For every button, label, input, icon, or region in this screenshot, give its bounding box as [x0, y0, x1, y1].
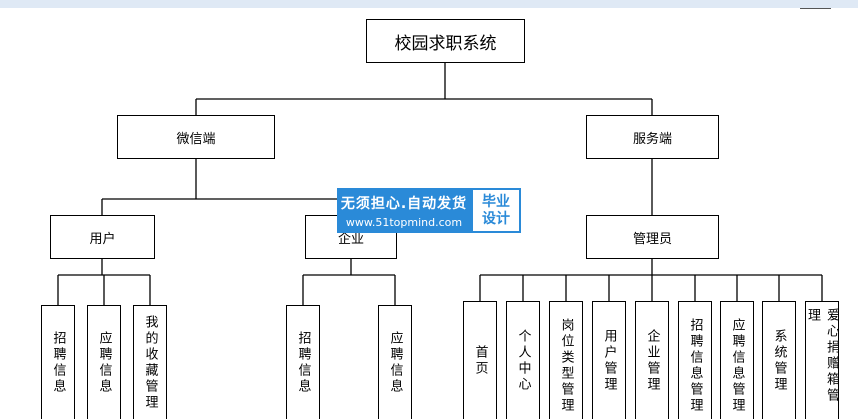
leaf-admin-recruit-info: 招聘信息管理 [678, 301, 712, 419]
watermark-banner: 无须担心.自动发货 www.51topmind.com 毕业 设计 [337, 188, 521, 233]
watermark-badge-bottom: 设计 [482, 210, 510, 227]
watermark-text-block: 无须担心.自动发货 www.51topmind.com [337, 188, 471, 233]
leaf-admin-home: 首页 [463, 301, 497, 419]
watermark-slogan: 无须担心.自动发货 [340, 195, 468, 212]
connector-company [302, 259, 396, 305]
node-root: 校园求职系统 [366, 19, 525, 63]
watermark-badge: 毕业 设计 [471, 188, 521, 233]
leaf-admin-job-types: 岗位类型管理 [549, 301, 583, 419]
leaf-admin-apply-info: 应聘信息管理 [720, 301, 754, 419]
node-server: 服务端 [586, 115, 719, 159]
leaf-user-apply-info: 应聘信息 [87, 305, 121, 419]
page-corner-mark [800, 8, 831, 11]
watermark-badge-top: 毕业 [482, 193, 510, 210]
leaf-admin-donation: 爱心捐赠箱管理 [805, 301, 839, 419]
node-admin: 管理员 [586, 215, 719, 259]
connector-wechat [101, 159, 352, 215]
connector-root [195, 63, 653, 115]
connector-user [57, 259, 151, 305]
window-top-strip [0, 0, 858, 8]
connector-admin [479, 259, 823, 301]
leaf-admin-companies: 企业管理 [635, 301, 669, 419]
watermark-url: www.51topmind.com [345, 215, 463, 229]
leaf-admin-system: 系统管理 [762, 301, 796, 419]
leaf-admin-users: 用户管理 [592, 301, 626, 419]
node-user: 用户 [50, 215, 155, 259]
leaf-company-recruit-info: 招聘信息 [286, 305, 320, 419]
leaf-company-apply-info: 应聘信息 [378, 305, 412, 419]
leaf-user-favorites: 我的收藏管理 [133, 305, 167, 419]
node-wechat: 微信端 [117, 115, 275, 159]
leaf-user-recruit-info: 招聘信息 [41, 305, 75, 419]
leaf-admin-profile: 个人中心 [506, 301, 540, 419]
